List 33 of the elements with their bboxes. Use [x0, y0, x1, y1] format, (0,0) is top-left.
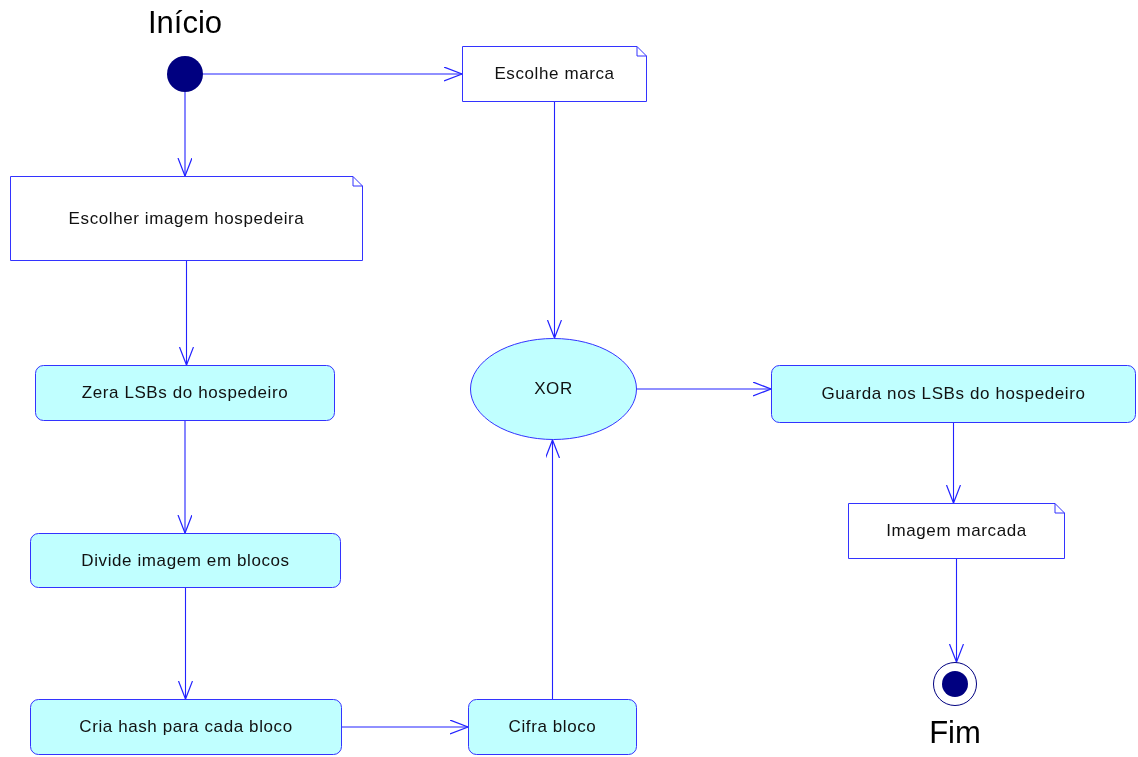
note-box [10, 176, 363, 261]
arrow [341, 719, 469, 735]
activity-box [30, 533, 341, 588]
node-label: Cifra bloco [508, 717, 597, 737]
arrow [202, 66, 463, 82]
activity-box [30, 699, 342, 755]
node-label: Guarda nos LSBs do hospedeiro [821, 384, 1086, 404]
node-label: Imagem marcada [886, 521, 1027, 541]
arrow [945, 422, 962, 504]
end-node [933, 662, 977, 706]
arrow [948, 558, 965, 663]
node-label: Escolhe marca [494, 64, 615, 84]
arrow [177, 91, 193, 177]
node-label: Zera LSBs do hospedeiro [81, 383, 289, 403]
start-node [167, 56, 203, 92]
node-label: XOR [534, 379, 573, 399]
arrow [544, 439, 561, 700]
activity-box [771, 365, 1136, 423]
node-caption: Fim [929, 715, 981, 751]
note-box [848, 503, 1065, 559]
node-label: Cria hash para cada bloco [79, 717, 293, 737]
arrow [177, 420, 193, 534]
arrow [177, 587, 194, 700]
arrow [546, 101, 563, 339]
arrow [178, 260, 195, 366]
node-caption: Início [147, 5, 223, 41]
activity-box [468, 699, 637, 755]
decision-ellipse [470, 338, 637, 440]
node-label: Divide imagem em blocos [81, 550, 290, 571]
arrow [636, 381, 772, 397]
note-box [462, 46, 647, 102]
activity-box [35, 365, 335, 421]
node-label: Escolher imagem hospedeira [68, 208, 305, 229]
